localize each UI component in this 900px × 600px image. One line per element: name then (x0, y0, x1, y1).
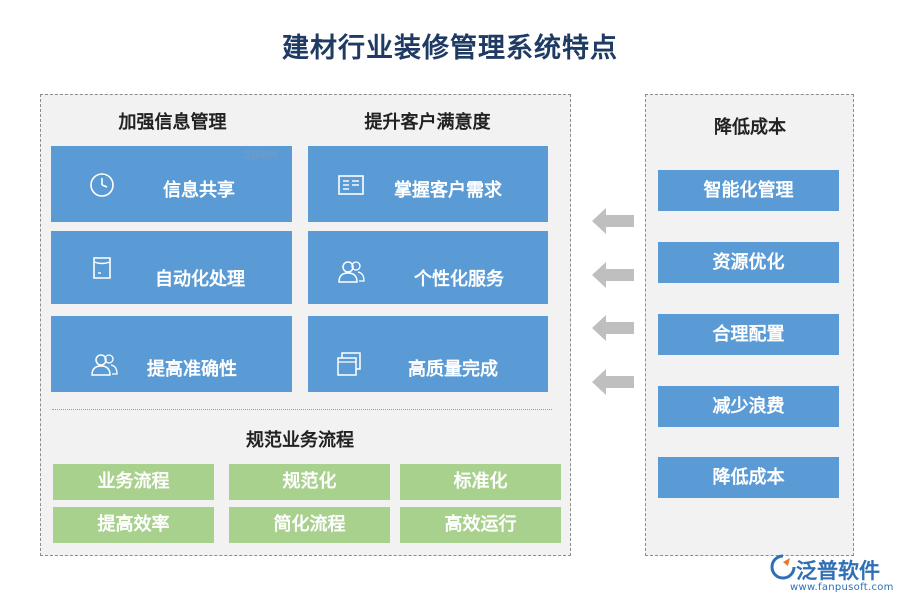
card-label: 高质量完成 (408, 359, 498, 380)
card-accuracy: 提高准确性 (51, 316, 292, 392)
card-label: 自动化处理 (155, 269, 245, 290)
card-label: 提高准确性 (147, 359, 237, 380)
watermark: 泛普软件 (242, 151, 279, 161)
card-personalized-service: 个性化服务 (308, 231, 548, 304)
right-item: 合理配置 (658, 314, 839, 355)
arrow-left-icon (592, 262, 634, 288)
logo-url: www.fanpusoft.com (790, 582, 894, 593)
heading-process: 规范业务流程 (246, 430, 354, 451)
list-card-icon (338, 175, 364, 195)
users-icon (91, 354, 118, 376)
heading-info-management: 加强信息管理 (118, 112, 227, 133)
users-icon (338, 261, 365, 283)
card-customer-needs: 掌握客户需求 (308, 146, 548, 222)
windows-icon (337, 352, 361, 376)
logo-name: 泛普软件 (796, 559, 880, 583)
right-item: 减少浪费 (658, 386, 839, 427)
arrow-left-icon (592, 315, 634, 341)
right-item: 降低成本 (658, 457, 839, 498)
card-label: 信息共享 (163, 180, 235, 201)
process-item: 简化流程 (229, 507, 390, 543)
right-item: 智能化管理 (658, 170, 839, 211)
heading-cost-reduction: 降低成本 (714, 117, 786, 138)
logo-icon (770, 554, 796, 580)
card-info-sharing: 信息共享 (51, 146, 292, 222)
page-title: 建材行业装修管理系统特点 (282, 33, 618, 64)
clock-icon (90, 173, 114, 197)
card-label: 掌握客户需求 (394, 180, 502, 201)
process-item: 规范化 (229, 464, 390, 500)
divider (52, 409, 552, 410)
process-item: 提高效率 (53, 507, 214, 543)
process-item: 业务流程 (53, 464, 214, 500)
right-item: 资源优化 (658, 242, 839, 283)
card-automation: 自动化处理 (51, 231, 292, 304)
card-label: 个性化服务 (414, 269, 504, 290)
process-item: 标准化 (400, 464, 561, 500)
arrow-left-icon (592, 369, 634, 395)
heading-customer-satisfaction: 提升客户满意度 (364, 112, 491, 133)
process-item: 高效运行 (400, 507, 561, 543)
arrow-left-icon (592, 208, 634, 234)
card-high-quality: 高质量完成 (308, 316, 548, 392)
tablet-icon (93, 257, 111, 279)
